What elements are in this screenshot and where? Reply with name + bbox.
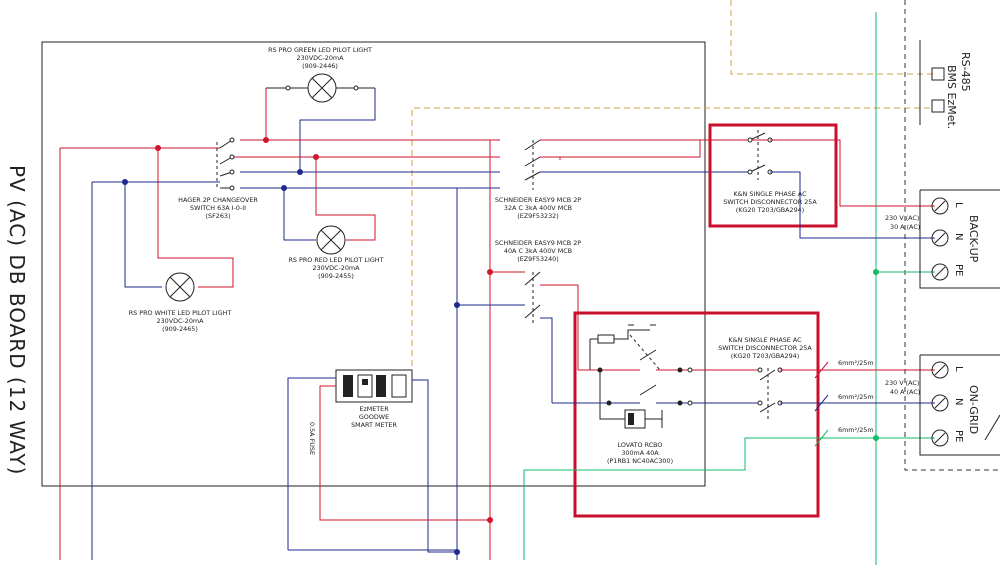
mcb2-name: SCHNEIDER EASY9 MCB 2P [495, 239, 581, 247]
green-light-rating: 230VDC-20mA [297, 54, 345, 62]
highlight-rcbo [573, 311, 820, 518]
disconnector2-code: (KG20 T203/GBA294) [731, 352, 799, 360]
white-light-code: (909-2465) [162, 325, 198, 333]
disconnector1-name: K&N SINGLE PHASE AC [733, 190, 807, 198]
backup-n: N [953, 233, 964, 240]
meter-line3: SMART METER [351, 421, 397, 429]
board-title: PV (AC) DB BOARD (12 WAY) [5, 165, 29, 475]
red-light-code: (909-2455) [318, 272, 354, 280]
backup-l: L [953, 202, 964, 208]
backup-terminal-block [919, 189, 1000, 289]
comm-terminal-block [919, 40, 945, 125]
cable-label-3: 6mm²/25m [838, 426, 874, 434]
white-light-name: RS PRO WHITE LED PILOT LIGHT [129, 309, 232, 317]
ongrid-rating-a: 40 A (AC) [890, 388, 920, 396]
db-enclosure [41, 41, 706, 487]
mcb2-rating: 40A C 3kA 400V MCB [504, 247, 572, 255]
white-pilot-light [165, 272, 195, 302]
mcb1-rating: 32A C 3kA 400V MCB [504, 204, 572, 212]
red-pilot-light [316, 225, 346, 255]
red-light-name: RS PRO RED LED PILOT LIGHT [288, 256, 383, 264]
comm-wire-meter [411, 107, 933, 376]
ongrid-title: ON-GRID [967, 385, 980, 434]
disconnector2-name: K&N SINGLE PHASE AC [728, 336, 802, 344]
cable-label-2: 6mm²/25m [838, 393, 874, 401]
ongrid-l: L [953, 366, 964, 372]
green-light-code: (909-2446) [302, 62, 338, 70]
disconnector1-rating: SWITCH DISCONNECTOR 25A [723, 198, 817, 206]
changeover-name: HAGER 2P CHANGEOVER [178, 196, 258, 204]
smart-meter [335, 369, 413, 403]
highlight-disconnector-1 [708, 123, 838, 228]
disconnector2-rating: SWITCH DISCONNECTOR 25A [718, 344, 812, 352]
fuse-label: 0.5A FUSE [308, 422, 316, 455]
ongrid-pe: PE [953, 430, 964, 442]
changeover-switch [219, 139, 233, 189]
comm-wire-top [730, 0, 933, 75]
red-light-rating: 230VDC-20mA [313, 264, 361, 272]
changeover-code: (SF263) [206, 212, 231, 220]
backup-title: BACK-UP [967, 215, 980, 263]
disconnector1-code: (KG20 T203/GBA294) [736, 206, 804, 214]
bus-blue-1 [91, 181, 220, 560]
rcbo-rating: 300mA 40A [621, 449, 659, 457]
backup-rating-a: 30 A (AC) [890, 223, 920, 231]
mcb1-code: (EZ9F53232) [517, 212, 558, 220]
ongrid-rating-v: 230 V (AC) [885, 379, 919, 387]
mcb1-name: SCHNEIDER EASY9 MCB 2P [495, 196, 581, 204]
backup-rating-v: 230 V (AC) [885, 214, 919, 222]
white-light-rating: 230VDC-20mA [157, 317, 205, 325]
rcbo-name: LOVATO RCBO [618, 441, 663, 449]
right-enclosure [904, 0, 1000, 471]
ongrid-n: N [953, 398, 964, 405]
rcbo-code: (P1RB1 NC40AC300) [607, 457, 673, 465]
rcbo-coil [597, 334, 615, 344]
meter-line1: EzMETER [359, 405, 389, 413]
comm-line2: BMS EzMet. [945, 65, 958, 129]
changeover-rating: SWITCH 63A I-0-II [190, 204, 246, 212]
comm-title: RS-485 [959, 52, 972, 92]
mcb2-code: (EZ9F53240) [517, 255, 558, 263]
cable-label-1: 6mm²/25m [838, 359, 874, 367]
green-light-name: RS PRO GREEN LED PILOT LIGHT [268, 46, 372, 54]
backup-pe: PE [953, 264, 964, 276]
meter-line2: GOODWE [359, 413, 389, 421]
ongrid-terminal-block [919, 354, 1000, 456]
